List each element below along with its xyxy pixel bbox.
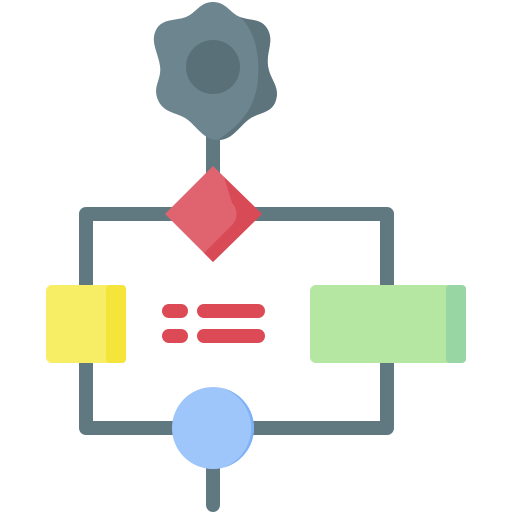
diamond-shadow <box>204 177 262 262</box>
yellow-process-box <box>46 285 126 363</box>
green-process-box <box>310 285 466 363</box>
gear-icon <box>153 2 277 140</box>
decision-diamond-icon <box>165 166 262 262</box>
list-bullet-bottom <box>162 329 188 343</box>
list-line-bottom <box>197 329 265 343</box>
diamond-body <box>165 166 262 262</box>
list-bullet-top <box>162 304 188 318</box>
circle-body <box>172 387 254 469</box>
circle-node-icon <box>172 387 254 469</box>
green-box-body <box>310 285 466 363</box>
list-line-top <box>197 304 265 318</box>
list-icon <box>162 304 265 343</box>
green-box-shadow <box>446 285 466 363</box>
yellow-box-shadow <box>106 285 126 363</box>
gear-hub <box>186 40 240 94</box>
gear-shadow <box>218 17 277 140</box>
